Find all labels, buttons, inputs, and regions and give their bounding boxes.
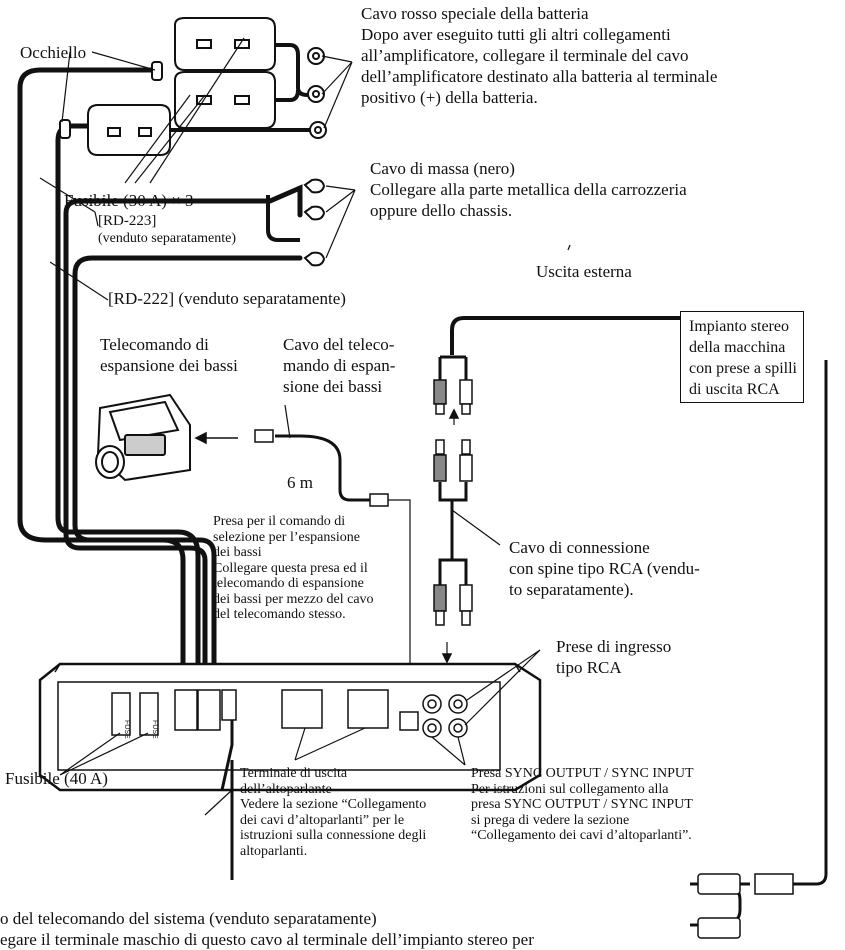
fuse-holder-3 xyxy=(87,104,171,156)
battery-cable-note: Cavo rosso speciale della batteria Dopo … xyxy=(361,3,717,108)
remote-cable-line-1: Cavo del teleco- xyxy=(283,335,395,354)
rca-plug-red-3 xyxy=(433,584,447,612)
rca-input-label: Prese di ingresso tipo RCA xyxy=(556,636,671,678)
speaker-terminal-line-1: Terminale di uscita xyxy=(240,766,348,781)
remote-controller-line-2: espansione dei bassi xyxy=(100,356,238,375)
ground-title: Cavo di massa (nero) xyxy=(370,159,515,178)
remote-cable-line-3: sione dei bassi xyxy=(283,377,383,396)
fork-terminal-3 xyxy=(303,251,326,267)
sync-line-3: presa SYNC OUTPUT / SYNC INPUT xyxy=(471,797,693,812)
label-external-output: Uscita esterna xyxy=(536,262,632,281)
remote-cable xyxy=(275,434,370,502)
grommet-1 xyxy=(151,61,163,81)
speaker-terminal-line-4: dei cavi d’altoparlanti” per le xyxy=(240,812,405,828)
label-rd223-note: (venduto separatamente) xyxy=(98,231,236,246)
rca-cable-line-2: con spine tipo RCA (vendu- xyxy=(509,559,700,578)
remote-jack xyxy=(399,711,419,731)
fuse-holder-2 xyxy=(174,71,276,129)
remote-jack-line-2: selezione per l’espansione xyxy=(213,529,360,545)
battery-title: Cavo rosso speciale della batteria xyxy=(361,4,589,23)
label-fusibile-30: Fusibile (30 A) × 3 xyxy=(64,191,194,210)
fuse-holder-1 xyxy=(174,17,276,71)
fuse-mark-2: FUSE xyxy=(151,720,158,739)
remote-jack-line-6: dei bassi per mezzo del cavo xyxy=(213,591,374,607)
car-stereo-line-1: Impianto stereo xyxy=(689,318,789,335)
car-stereo-line-2: della macchina xyxy=(689,339,786,356)
rca-plug-white-3 xyxy=(459,584,473,612)
remote-jack-note: Presa per il comando di selezione per l’… xyxy=(213,514,374,623)
system-remote-plug-1 xyxy=(697,873,741,895)
car-stereo-line-3: con prese a spilli xyxy=(689,360,797,377)
rd223-cable xyxy=(63,184,303,673)
battery-desc-4: positivo (+) della batteria. xyxy=(361,88,538,107)
sync-line-5: “Collegamento dei cavi d’altoparlanti”. xyxy=(471,828,692,843)
speaker-terminal-line-2: dell’altoparlante xyxy=(240,781,332,797)
system-remote-line-2: egare il terminale maschio di questo cav… xyxy=(0,930,534,949)
sync-line-2: Per istruzioni sul collegamento alla xyxy=(471,781,669,797)
sync-line-4: si prega di vedere la sezione xyxy=(471,812,630,828)
rca-plug-red-2 xyxy=(433,454,447,482)
ground-cable-note: Cavo di massa (nero) Collegare alla part… xyxy=(370,158,687,221)
fuse-40-2 xyxy=(139,692,159,736)
rd222-cable xyxy=(72,255,303,673)
label-rd223: [RD-223] xyxy=(98,213,157,229)
remote-controller-line-1: Telecomando di xyxy=(100,335,209,354)
speaker-terminal-line-5: istruzioni sulla connessione degli xyxy=(240,828,427,843)
fuse-mark-1: FUSE xyxy=(123,720,130,739)
power-terminal-2 xyxy=(197,689,221,731)
car-stereo-box: Impianto stereo della macchina con prese… xyxy=(680,311,804,403)
remote-jack-line-4: Collegare questa presa ed il xyxy=(213,560,368,576)
rca-plug-white-1 xyxy=(459,379,473,405)
speaker-terminal-line-3: Vedere la sezione “Collegamento xyxy=(240,797,427,812)
remote-jack-line-3: dei bassi xyxy=(213,545,262,560)
system-remote-line-1: o del telecomando del sistema (venduto s… xyxy=(0,909,377,928)
ground-desc-2: oppure dello chassis. xyxy=(370,201,513,220)
remote-cable-line-2: mando di espan- xyxy=(283,356,396,375)
label-occhiello: Occhiello xyxy=(20,43,87,62)
battery-desc-2: all’amplificatore, collegare il terminal… xyxy=(361,46,689,65)
sync-note: Presa SYNC OUTPUT / SYNC INPUT Per istru… xyxy=(471,766,694,844)
bass-remote-controller xyxy=(95,393,191,482)
rca-plug-white-2 xyxy=(459,454,473,482)
speaker-terminal-2 xyxy=(347,689,389,729)
rca-input-line-1: Prese di ingresso xyxy=(556,637,672,656)
remote-jack-line-1: Presa per il comando di xyxy=(213,514,346,529)
remote-terminal xyxy=(221,689,237,721)
external-output-cable xyxy=(450,316,680,355)
rca-cable-line-1: Cavo di connessione xyxy=(509,538,650,557)
fuse-marks: FUSE FUSE xyxy=(123,720,158,739)
rca-input-line-2: tipo RCA xyxy=(556,658,622,677)
remote-cable-label: Cavo del teleco- mando di espan- sione d… xyxy=(283,334,395,397)
rca-cable-label: Cavo di connessione con spine tipo RCA (… xyxy=(509,537,700,600)
remote-jack-line-5: telecomando di espansione xyxy=(213,576,364,591)
remote-jack-line-7: del telecomando stesso. xyxy=(213,607,346,622)
system-remote-plug-2 xyxy=(754,873,794,895)
ground-desc-1: Collegare alla parte metallica della car… xyxy=(370,180,687,199)
system-remote-plug-3 xyxy=(697,917,741,939)
rca-plug-red-1 xyxy=(433,379,447,405)
battery-desc-1: Dopo aver eseguito tutti gli altri colle… xyxy=(361,25,671,44)
remote-controller-label: Telecomando di espansione dei bassi xyxy=(100,334,238,376)
speaker-terminal-line-6: altoparlanti. xyxy=(240,843,308,859)
label-fusibile-40: Fusibile (40 A) xyxy=(5,769,108,788)
car-stereo-line-4: di uscita RCA xyxy=(689,381,780,398)
label-rd222: [RD-222] (venduto separatamente) xyxy=(108,289,346,308)
fuse-40-1 xyxy=(111,692,131,736)
sync-line-1: Presa SYNC OUTPUT / SYNC INPUT xyxy=(471,766,694,781)
grommet-2 xyxy=(59,119,71,139)
rca-cable-line-3: to separatamente). xyxy=(509,580,634,599)
label-length: 6 m xyxy=(287,473,313,492)
speaker-terminal-1 xyxy=(281,689,323,729)
fork-terminal-2 xyxy=(303,205,326,221)
power-terminal-1 xyxy=(174,689,198,731)
fork-terminal-1 xyxy=(303,178,326,194)
battery-desc-3: dell’amplificatore destinato alla batter… xyxy=(361,67,718,86)
speaker-terminal-note: Terminale di uscita dell’altoparlante Ve… xyxy=(240,766,426,859)
